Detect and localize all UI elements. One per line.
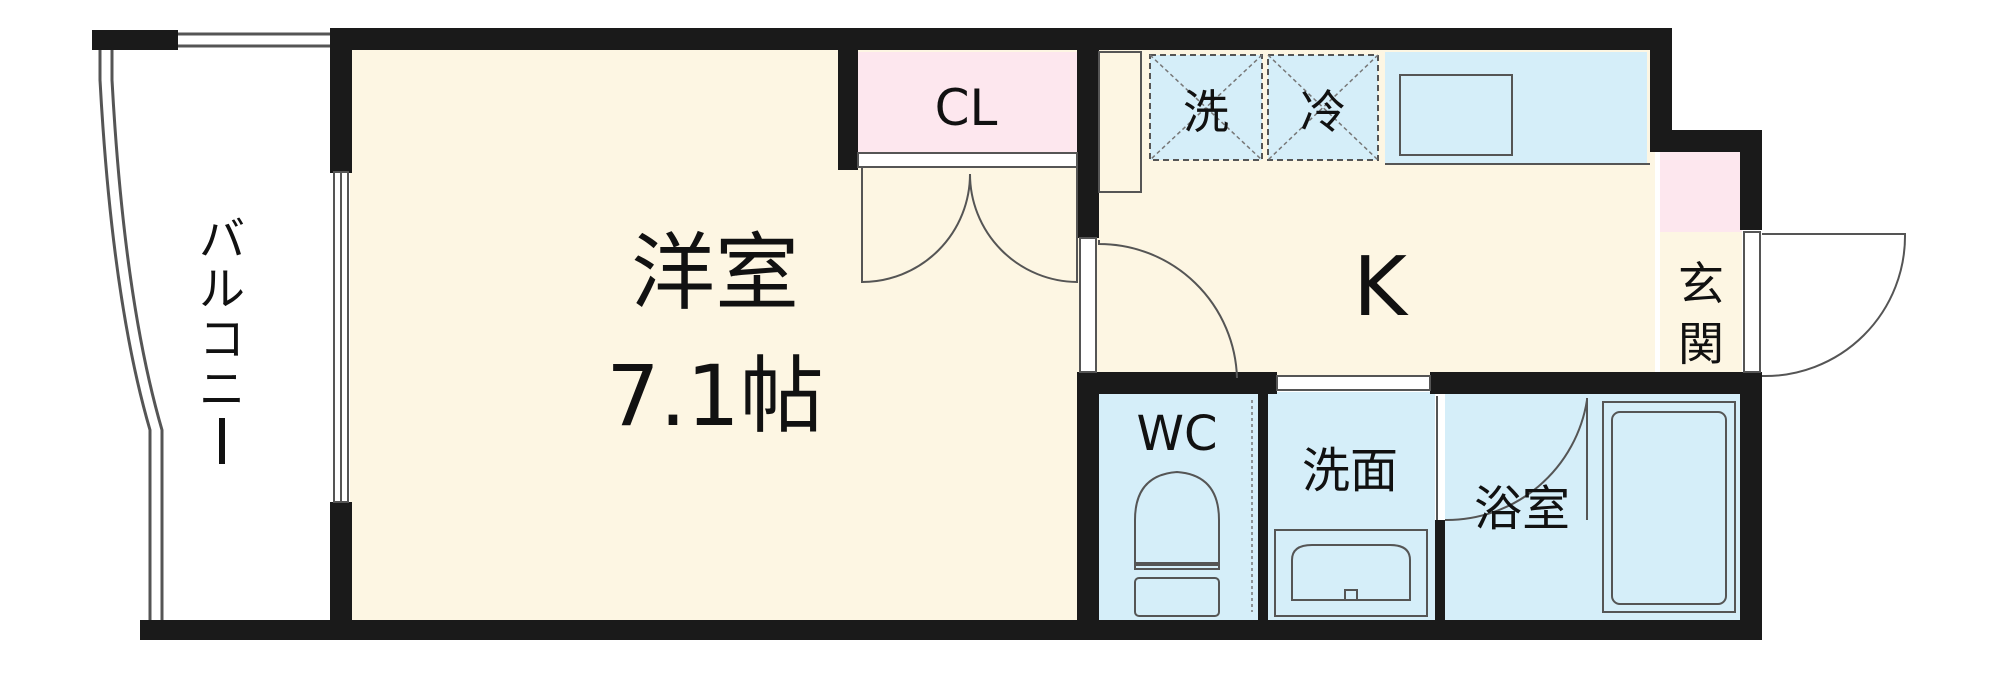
wall-mid-lower [1077, 372, 1099, 640]
wall-wet-top-right [1430, 372, 1760, 394]
entrance-label-1: 玄 [1678, 257, 1724, 311]
wall-bottom [330, 620, 1762, 640]
closet-label: CL [935, 79, 998, 137]
vanity [1274, 529, 1428, 617]
toilet-fixture [1134, 400, 1253, 617]
bathtub-inner [1611, 411, 1727, 605]
balcony-rail-inner [110, 48, 164, 620]
balcony-label-1: バ [199, 212, 245, 266]
bathroom-label: 浴室 [1474, 481, 1570, 537]
washroom-label: 洗面 [1302, 443, 1398, 499]
washer-cross-1 [1149, 54, 1263, 161]
wall-closet-left [838, 48, 858, 170]
wall-west-lower [330, 502, 352, 640]
wall-east [1740, 130, 1762, 230]
windows [333, 171, 1431, 503]
fridge-label: 冷 [1300, 85, 1346, 139]
closet-floor [855, 52, 1077, 167]
closet-door-swing-right [969, 167, 1078, 284]
toilet-seat-line [1134, 562, 1220, 570]
balcony-bottom-wall [140, 620, 340, 640]
labels: 洋室 7.1帖 CL K 洗 冷 玄 関 WC 洗面 浴室 バ ル コ ニ [199, 79, 1724, 537]
fridge-cross-1 [1267, 54, 1379, 161]
western-room-size: 7.1帖 [606, 347, 824, 445]
washer-cross-2 [1149, 54, 1263, 161]
bathroom-fixture [1436, 396, 1736, 613]
toilet-floor [1095, 392, 1260, 620]
balcony [92, 30, 340, 640]
washroom-fixture [1274, 529, 1428, 617]
kitchen-sink [1399, 74, 1513, 156]
room-fills [350, 48, 1742, 620]
room-door [1079, 237, 1238, 379]
toilet-label: WC [1137, 406, 1218, 462]
entrance-door-frame [1743, 231, 1761, 373]
washer-label: 洗 [1183, 85, 1229, 139]
balcony-label-2: ル [199, 262, 245, 316]
room-door-frame [1079, 237, 1097, 373]
wall-toilet-right [1258, 392, 1268, 620]
washroom-floor [1268, 392, 1435, 620]
wall-east-upper [1650, 28, 1672, 136]
wall-west-upper [330, 28, 352, 173]
bathtub [1602, 401, 1736, 613]
room-door-swing [1098, 240, 1238, 379]
entrance-floor [1660, 150, 1742, 232]
balcony-rail-outer [98, 48, 152, 620]
walls [330, 28, 1762, 640]
kitchen-fixtures [1098, 51, 1650, 193]
bath-door-swing [1444, 399, 1588, 522]
wall-east-step [1650, 130, 1762, 152]
entrance-label-2: 関 [1678, 317, 1724, 371]
toilet-bowl [1134, 470, 1220, 566]
wall-closet-right [1077, 48, 1099, 238]
balcony-top-wall-left [92, 30, 178, 50]
balcony-label-5 [219, 418, 225, 464]
entrance-door [1743, 231, 1907, 378]
wall-wet-top-left [1077, 372, 1277, 394]
kitchen-shelf [1098, 51, 1142, 193]
closet-door-frame [857, 152, 1078, 168]
kitchen-counter [1385, 52, 1647, 164]
closet-doors [857, 152, 1078, 284]
wall-top [330, 28, 1670, 50]
wet-top-window [1276, 375, 1431, 391]
wall-bath-left [1435, 520, 1445, 620]
closet-door-swing-left [861, 167, 971, 284]
balcony-label-4: ニ [199, 362, 245, 416]
entrance-door-swing [1761, 233, 1907, 378]
faucet [1344, 589, 1358, 601]
entrance-step [1660, 232, 1742, 372]
fridge-cross-2 [1267, 54, 1379, 161]
kitchen-label: K [1353, 240, 1409, 335]
bathroom-floor [1445, 392, 1742, 620]
toilet-tank [1134, 577, 1220, 617]
basin [1291, 544, 1411, 601]
balcony-label-3: コ [199, 312, 245, 366]
western-room-name: 洋室 [631, 224, 799, 322]
wall-east-lower [1740, 372, 1762, 640]
